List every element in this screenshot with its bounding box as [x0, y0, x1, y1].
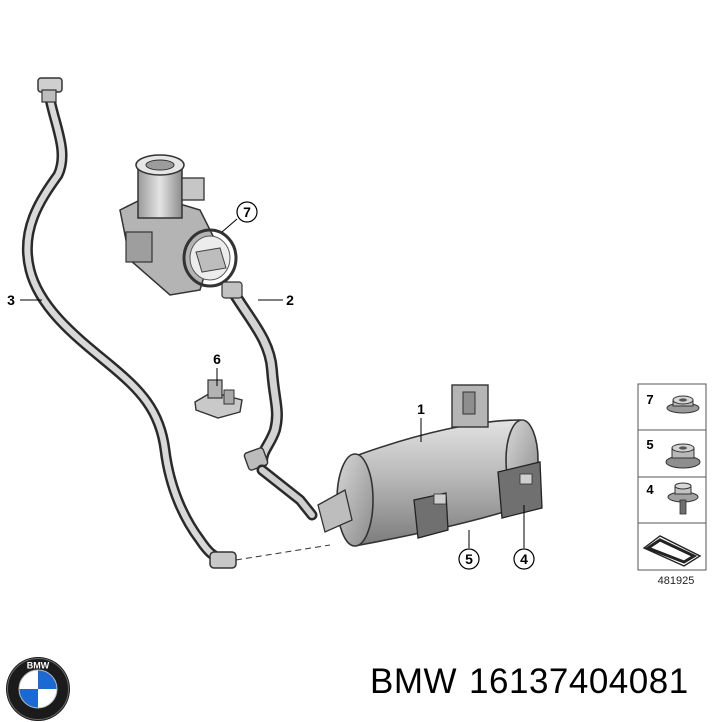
legend-item-5: 5: [646, 437, 653, 452]
canister: [317, 384, 543, 547]
svg-text:BMW: BMW: [27, 661, 50, 671]
figure-number: 481925: [658, 575, 695, 587]
callout-1: 1: [417, 401, 425, 417]
leader-lines: [20, 218, 525, 548]
callout-3: 3: [7, 292, 15, 308]
small-parts-legend: 7 5 4 481925: [637, 383, 707, 587]
callout-5: 5: [465, 551, 473, 567]
hex-nut-icon: [665, 443, 701, 469]
hose-3: [21, 77, 331, 569]
hose-2: [226, 284, 318, 521]
bolt-icon: [667, 482, 699, 515]
callouts: 1 2 3 6 7 5 4: [7, 201, 535, 570]
legend-item-7: 7: [646, 392, 653, 407]
part-number: 16137404081: [469, 662, 689, 701]
bmw-logo-icon: BMW: [6, 657, 70, 721]
brand-name: BMW: [370, 662, 458, 701]
bracket-6: [194, 379, 243, 419]
gasket-sheet-icon: [642, 535, 702, 567]
legend-item-4: 4: [646, 482, 654, 497]
callout-2: 2: [286, 292, 294, 308]
part-caption: BMW 16137404081: [370, 662, 701, 702]
pump-assembly: [119, 154, 243, 299]
flange-nut-icon: [666, 395, 700, 414]
callout-4: 4: [520, 551, 528, 567]
callout-6: 6: [213, 351, 221, 367]
callout-7: 7: [243, 204, 251, 220]
